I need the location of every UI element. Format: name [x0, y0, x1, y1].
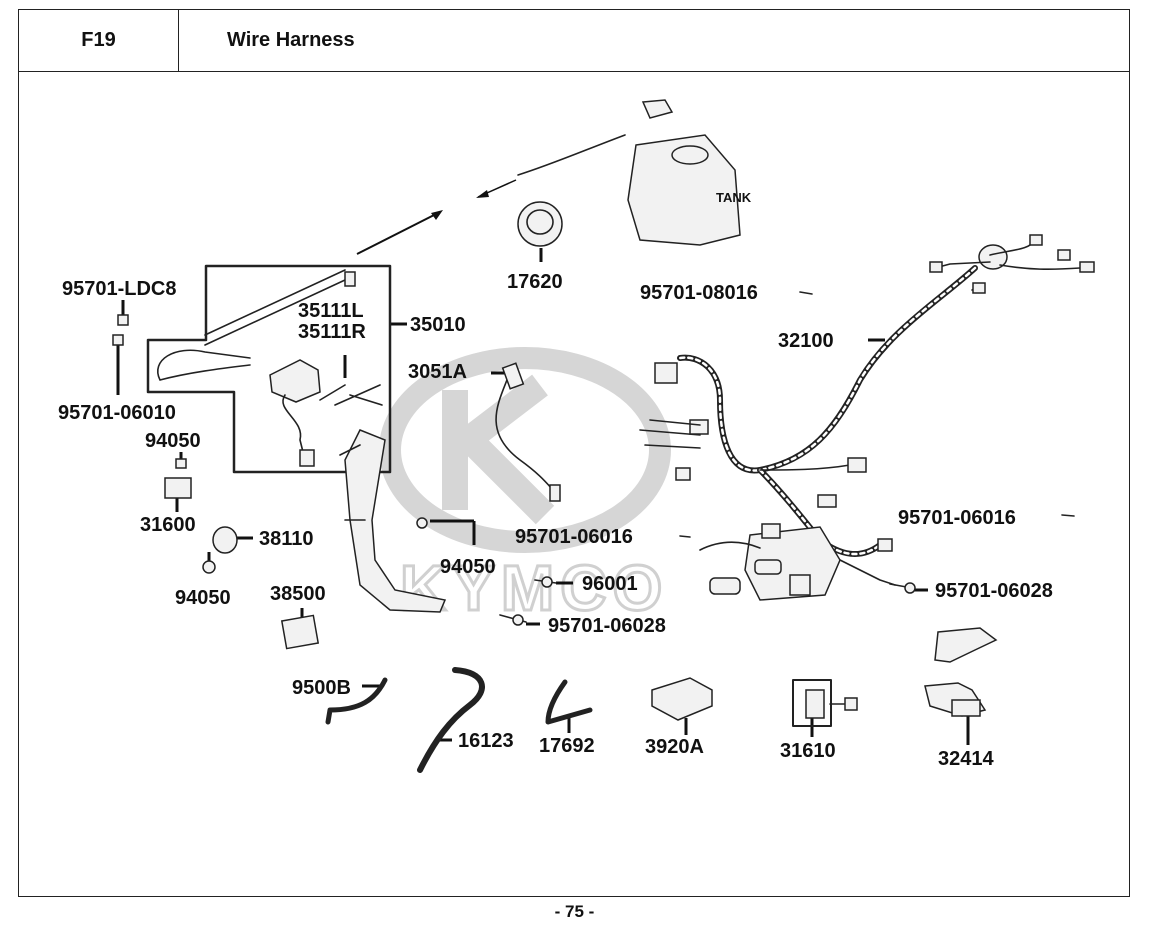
label-95701-06028-b: 95701-06028: [548, 615, 666, 637]
label-17620: 17620: [507, 271, 563, 293]
label-32100: 32100: [778, 330, 834, 352]
section-code: F19: [19, 10, 179, 71]
ignition-kit-box: [146, 210, 443, 474]
label-95701-06010: 95701-06010: [58, 402, 176, 424]
label-95701-LDC8: 95701-LDC8: [62, 278, 177, 300]
small-parts: [112, 291, 1075, 650]
page-number: - 75 -: [554, 902, 595, 921]
label-16123: 16123: [458, 730, 514, 752]
label-95701-06028-a: 95701-06028: [935, 580, 1053, 602]
label-95701-06016-a: 95701-06016: [515, 526, 633, 548]
label-35111L: 35111L: [298, 300, 364, 322]
page-title: Wire Harness: [227, 29, 355, 51]
page-frame: F19 Wire Harness: [18, 9, 1130, 897]
label-94050-b: 94050: [175, 587, 231, 609]
bottom-parts: [325, 627, 998, 773]
label-31600: 31600: [140, 514, 196, 536]
label-94050-a: 94050: [145, 430, 201, 452]
label-94050-c: 94050: [440, 556, 496, 578]
fuse-block: [699, 523, 896, 601]
label-95701-08016: 95701-08016: [640, 282, 758, 304]
label-3920A: 3920A: [645, 736, 704, 758]
part-3051A-cable: [495, 362, 561, 502]
label-35010: 35010: [410, 314, 466, 336]
part-17620-sensor: [517, 201, 563, 247]
label-3051A: 3051A: [408, 361, 467, 383]
label-96001: 96001: [582, 573, 638, 595]
header-bar: F19 Wire Harness: [19, 10, 1129, 72]
label-17692: 17692: [539, 735, 595, 757]
label-95701-06016-b: 95701-06016: [898, 507, 1016, 529]
label-35111R: 35111R: [298, 321, 366, 343]
wire-harness-32100: [639, 234, 1095, 558]
fuel-tank: TANK: [627, 99, 752, 246]
part-labels: 17620 95701-08016 95701-LDC8 35111L 3511…: [58, 271, 1053, 770]
upper-cable: [476, 134, 626, 198]
label-38500: 38500: [270, 583, 326, 605]
frame-bracket: [339, 429, 447, 613]
label-31610: 31610: [780, 740, 836, 762]
watermark-text: KYMCO: [400, 552, 668, 624]
label-9500B: 9500B: [292, 677, 351, 699]
tank-label: TANK: [716, 190, 752, 205]
label-32414: 32414: [938, 748, 994, 770]
label-38110: 38110: [259, 528, 314, 550]
